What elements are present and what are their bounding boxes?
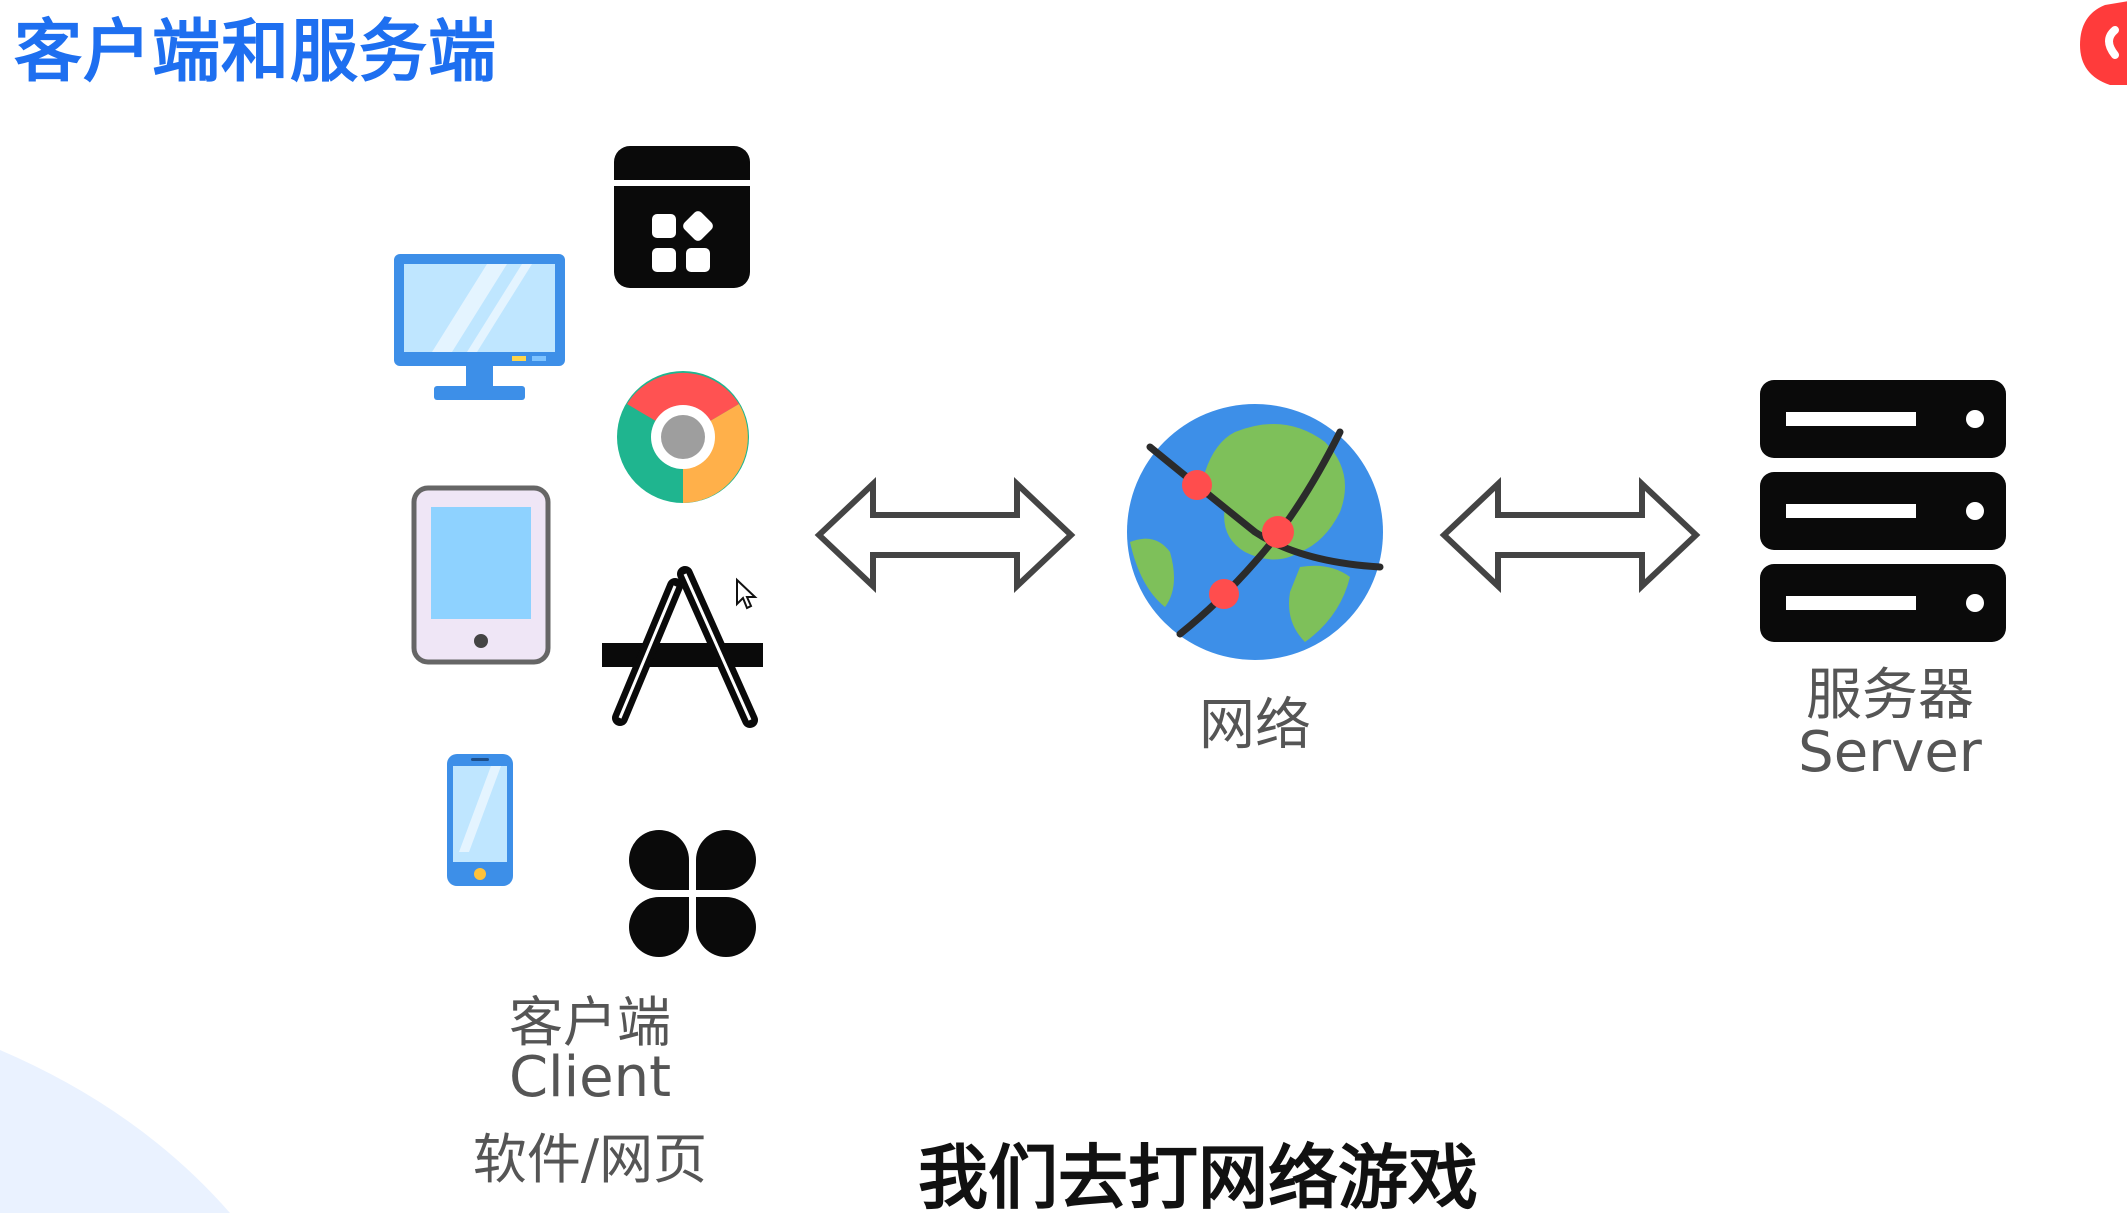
app-launcher-icon [614,146,750,288]
network-label: 网络 [1199,693,1311,758]
server-label-cn: 服务器 [1806,663,1974,728]
tablet-icon [411,485,551,665]
chrome-icon [617,371,749,503]
monitor-icon [394,254,565,400]
app-store-icon [602,566,763,728]
server-icon [1760,380,2006,642]
clover-icon [629,830,756,957]
page-title: 客户端和服务端 [14,13,498,92]
server-label-en: Server [1798,720,1982,785]
phone-icon [447,754,513,886]
double-arrow-icon [1439,477,1701,593]
logo-icon [2080,1,2127,85]
corner-decoration [0,1050,230,1213]
client-label-en: Client [508,1045,672,1110]
cursor-icon [736,577,758,610]
subtitle-caption: 我们去打网络游戏 [918,1137,1478,1219]
double-arrow-icon [814,477,1076,593]
client-label-sub: 软件/网页 [472,1128,708,1191]
globe-icon [1127,404,1384,660]
client-label-cn: 客户端 [509,991,671,1054]
